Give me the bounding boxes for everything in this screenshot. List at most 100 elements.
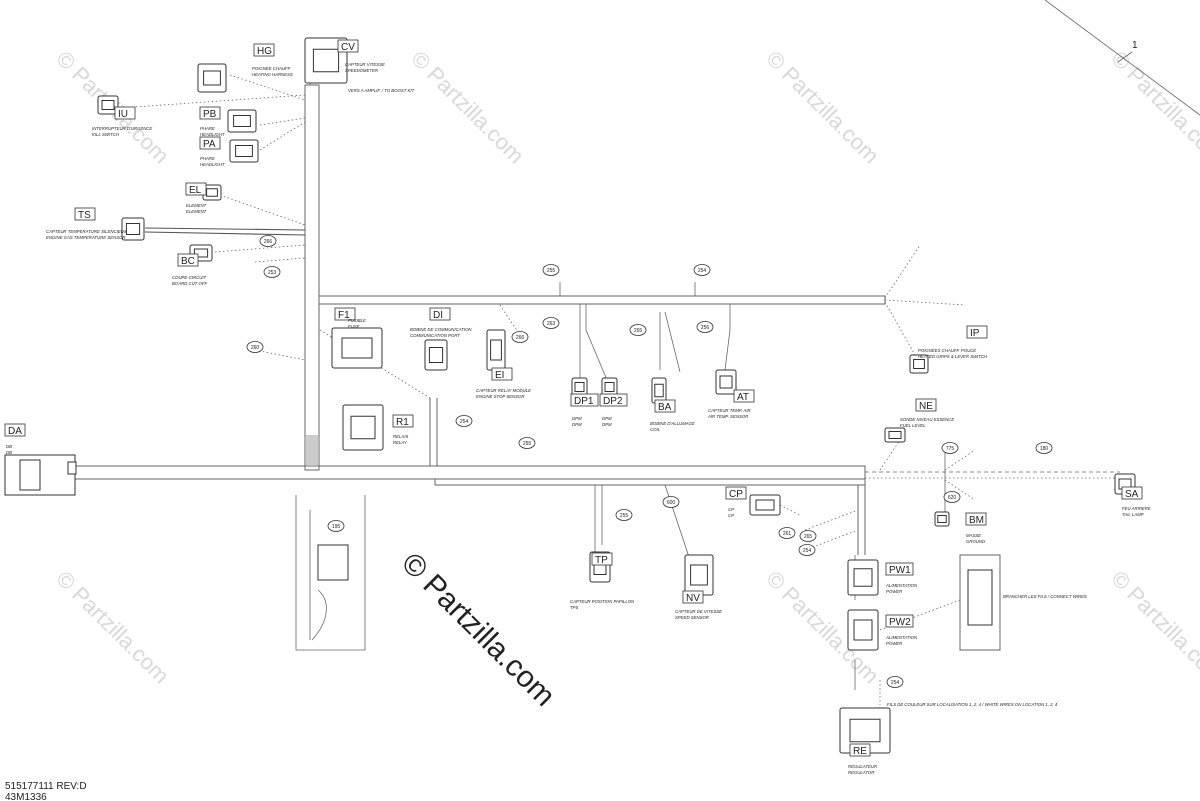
component-desc-en: COIL [650,427,661,432]
wire-number: 255 [620,513,629,519]
corner-fold-line [1044,0,1200,116]
watermark-text: © Partzilla.com [406,46,529,169]
code-box [885,562,914,576]
wire-number-bubble: 255 [518,437,536,449]
component-code: CP [729,489,743,500]
code-box [392,414,414,428]
component-code: BA [658,402,672,413]
wire-number: 260 [251,345,260,351]
wire-number-bubble: 260 [246,341,264,353]
component-desc-en: FUSE [348,324,360,329]
component-code: BM [969,515,984,526]
watermark-text: © Partzilla.com [1106,566,1200,689]
connector-detail [853,568,873,587]
wire-number: 195 [332,524,341,530]
wire-number: 266 [516,335,525,341]
connector-detail [719,375,733,389]
wire-number-bubble: 620 [943,491,961,503]
component-desc-fr: FUSIBLE [348,318,366,323]
component-desc-fr: ELEMENT [186,203,207,208]
connector-detail [574,382,585,392]
wire-number: 775 [946,446,955,452]
component-desc-en: HEATED GRIPS & LEVER SWITCH [918,354,988,359]
component-desc-en: ENGINE GAS TEMPERATURE SENSOR [46,235,125,240]
wire-number: 620 [948,495,957,501]
component-desc-fr: FEU ARRIERE [1122,506,1151,511]
re-note: FILS DE COULEUR SUR LOCALISATION 1, 2, 4… [887,702,1058,707]
connector-detail [690,564,708,586]
component-desc-en: ENGINE STOP SENSOR [476,394,524,399]
wire-number-bubble: 266 [259,235,277,247]
component-desc-fr: INTERRUPTEUR D'URGENCE [92,126,152,131]
component-code: IU [118,109,128,120]
component-desc-fr: PHARE [200,156,215,161]
harness-trunks [4,84,1120,555]
component-desc-en: BOARD CUT OFF [172,281,207,286]
component-code: PA [203,139,216,150]
wire-number-bubble: 195 [327,520,345,532]
code-box [725,486,747,500]
component-desc-fr: PHARE [200,126,215,131]
component-desc-fr: BOBINE D'ALLUMAGE [650,421,695,426]
code-box [491,367,513,381]
code-box [253,43,275,57]
wire-number: 180 [1040,446,1049,452]
connector-detail [193,248,209,258]
component-code: SA [1125,489,1139,500]
corner-ref-leader [1117,51,1133,63]
component-desc-fr: ALIMENTATION [885,583,918,588]
component-desc-en: COMMUNICATION PORT [410,333,460,338]
code-box [4,423,26,437]
wire-number: 263 [547,321,556,327]
code-box [733,389,755,403]
connector-detail [937,515,947,523]
component-code: NE [919,401,933,412]
component-desc-en: HEATING HARNESS [252,72,293,77]
wire-number: 253 [268,270,277,276]
wire-number: 255 [523,441,532,447]
connector-detail [350,415,376,440]
wire-number: 254 [460,419,469,425]
component-desc-en: TPS [570,605,578,610]
connector-detail [888,431,902,439]
wire-number: 265 [804,534,813,540]
watermark-text: © Partzilla.com [1106,46,1200,169]
code-box [682,590,704,604]
component-code: DP1 [574,396,594,407]
component-desc-en: RELAY [393,440,408,445]
wire-number: 261 [783,531,792,537]
wire-number-bubble: 180 [1035,442,1053,454]
connector-detail [312,48,340,73]
component-code: DA [8,426,22,437]
component-desc-fr: ALIMENTATION [885,635,918,640]
connector-detail [428,347,444,363]
code-box [849,743,871,757]
component-desc-en: REGULATOR [848,770,874,775]
component-desc-en: TAIL LAMP [1122,512,1144,517]
code-box [966,325,988,339]
component-desc-fr: POIGNEE CHAUFF. [252,66,291,71]
component-code: DI [433,310,443,321]
wire-number-bubble: 261 [778,527,796,539]
component-desc-en: GROUND [966,539,985,544]
wire-number-bubble: 254 [886,676,904,688]
component-desc-fr: CAPTEUR DE VITESSE [675,609,722,614]
component-code: R1 [396,417,409,428]
connector-detail [203,70,221,86]
component-desc-en: FUEL LEVEL [900,423,926,428]
component-desc-fr: CAPTEUR TEMPERATURE SILENCIEUX [46,229,127,234]
